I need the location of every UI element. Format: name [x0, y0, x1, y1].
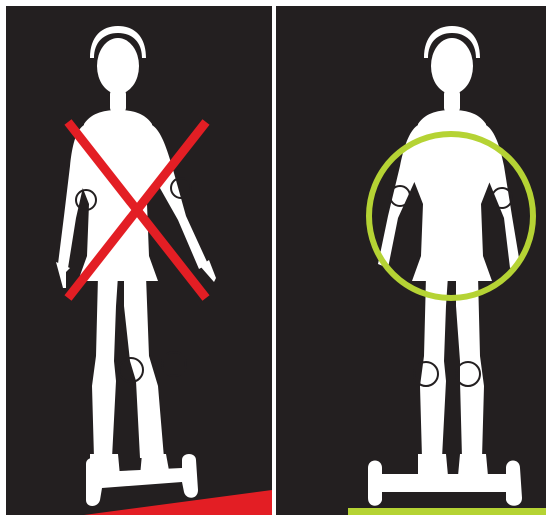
- rider-figure-right: [276, 6, 546, 515]
- correct-posture-panel: [276, 6, 546, 515]
- incorrect-posture-panel: [6, 6, 272, 515]
- level-ground-icon: [348, 508, 546, 515]
- rider-figure-left: [6, 6, 272, 515]
- tilted-ground-icon: [84, 490, 272, 515]
